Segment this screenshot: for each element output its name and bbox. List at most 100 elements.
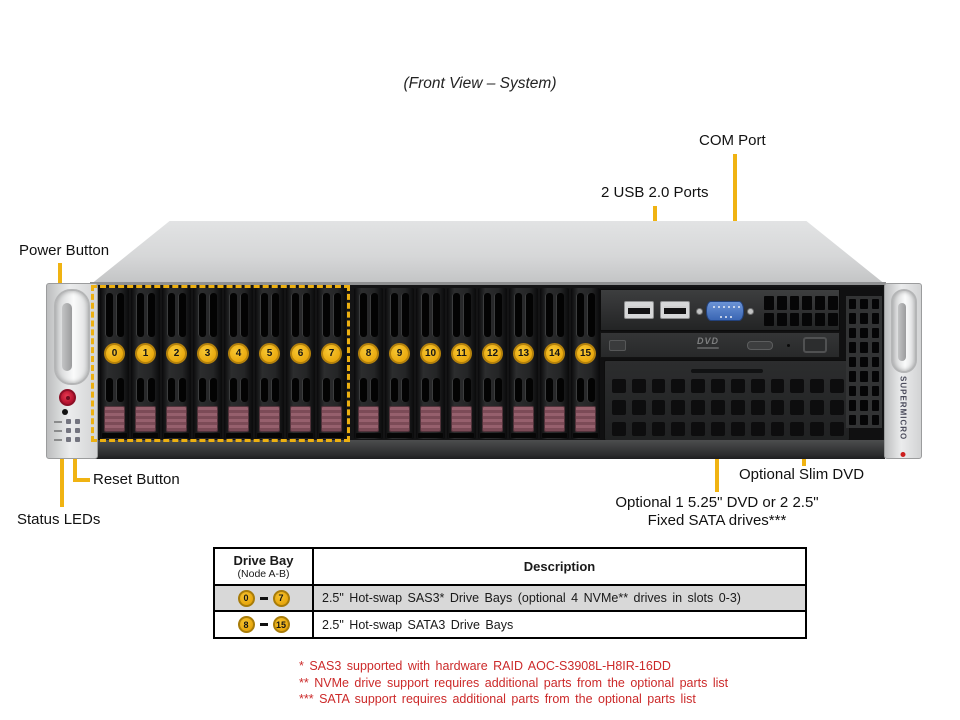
drive-bay-number: 15 (575, 343, 596, 364)
drive-latch-icon (290, 406, 311, 432)
vent-grid-icon (764, 296, 838, 326)
label-dvd-bay-line2: Fixed SATA drives*** (647, 512, 787, 529)
label-dvd-bay-line1: Optional 1 5.25" DVD or 2 2.5" (615, 494, 819, 511)
drive-bay-5: 5 (255, 288, 284, 439)
bay-badge: 8 (237, 616, 255, 633)
io-and-dvd-section: DVD (600, 287, 883, 443)
drive-bay-8: 8 (354, 288, 383, 439)
drive-latch-icon (259, 406, 280, 432)
drive-bay-7: 7 (317, 288, 346, 439)
power-button-icon (59, 389, 76, 406)
panel-slit (691, 369, 763, 373)
drive-latch-icon (358, 406, 379, 432)
drive-bay-9: 9 (385, 288, 414, 439)
drive-bay-number: 3 (197, 343, 218, 364)
drive-latch-icon (420, 406, 441, 432)
optional-dvd-bay-panel (604, 360, 850, 441)
dvd-badge-icon (803, 337, 827, 353)
com-screw-icon (747, 307, 754, 315)
drive-bay-2: 2 (162, 288, 191, 439)
right-mounting-ear: SUPERMICRO (884, 283, 922, 459)
bay-badge: 0 (237, 589, 255, 607)
drive-bay-number: 7 (321, 343, 342, 364)
range-dash-icon (259, 596, 268, 600)
drive-bay-number: 1 (135, 343, 156, 364)
drive-bay-0: 0 (100, 288, 129, 439)
supermicro-logo: SUPERMICRO (898, 376, 908, 441)
led-row (54, 437, 80, 442)
drive-latch-icon (575, 406, 596, 432)
bay-badge: 7 (272, 589, 290, 607)
drive-latch-icon (197, 406, 218, 432)
chassis-bottom-edge (95, 440, 885, 459)
vent-holes-grid (612, 379, 844, 436)
drive-latch-icon (104, 406, 125, 432)
drive-latch-icon (513, 406, 534, 432)
slim-dvd-drive: DVD (600, 332, 840, 358)
dvd-emblem-icon (609, 340, 626, 351)
drive-bay-10: 10 (416, 288, 445, 439)
table-row: 8 15 2.5" Hot-swap SATA3 Drive Bays (215, 612, 805, 637)
bay-range-cell: 8 15 (215, 612, 314, 637)
drive-bay-1: 1 (131, 288, 160, 439)
label-usb-ports: 2 USB 2.0 Ports (601, 184, 709, 201)
drive-bay-11: 11 (447, 288, 476, 439)
sas3-bays-highlight-box (91, 285, 350, 442)
table-row: 0 7 2.5" Hot-swap SAS3* Drive Bays (opti… (215, 586, 805, 612)
led-row (54, 428, 80, 433)
drive-bay-12: 12 (478, 288, 507, 439)
drive-bay-number: 13 (513, 343, 534, 364)
drive-bay-table: Drive Bay (Node A-B) Description 0 7 2.5… (213, 547, 807, 639)
footnote-nvme: ** NVMe drive support requires additiona… (299, 675, 729, 690)
label-reset-button: Reset Button (93, 471, 180, 488)
label-status-leds: Status LEDs (17, 511, 101, 528)
dvd-logo: DVD (697, 336, 719, 349)
drive-latch-icon (389, 406, 410, 432)
status-leds-icon (54, 419, 80, 442)
drive-latch-icon (544, 406, 565, 432)
usb-port-icon (660, 301, 690, 319)
usb-port-icon (624, 301, 654, 319)
label-com-port: COM Port (699, 132, 766, 149)
right-handle-icon (891, 289, 917, 373)
label-dvd-bay: Optional 1 5.25" DVD or 2 2.5" Fixed SAT… (597, 494, 837, 530)
drive-bay-6: 6 (286, 288, 315, 439)
led-row (54, 419, 80, 424)
row-description: 2.5" Hot-swap SATA3 Drive Bays (322, 617, 514, 632)
drive-bay-number: 6 (290, 343, 311, 364)
drive-bay-4: 4 (224, 288, 253, 439)
callout-line-status-leds (60, 426, 64, 507)
table-header-description: Description (523, 559, 596, 574)
footnote-sata: *** SATA support requires additional par… (299, 692, 696, 706)
bay-badge: 15 (272, 616, 290, 633)
drive-bay-number: 11 (451, 343, 472, 364)
footnotes: * SAS3 supported with hardware RAID AOC-… (299, 658, 728, 708)
label-slim-dvd: Optional Slim DVD (739, 466, 865, 483)
db9-connector-icon (706, 301, 744, 321)
table-header-drive-bay: Drive Bay (Node A-B) (215, 549, 314, 584)
row-description: 2.5" Hot-swap SAS3* Drive Bays (optional… (322, 591, 741, 605)
com-port-icon (696, 299, 754, 323)
drive-bay-number: 12 (482, 343, 503, 364)
drive-bay-number: 4 (228, 343, 249, 364)
left-handle-icon (54, 289, 90, 385)
drive-bay-number: 14 (544, 343, 565, 364)
left-mounting-ear (46, 283, 98, 459)
dvd-pinhole-icon (787, 344, 790, 347)
drive-latch-icon (135, 406, 156, 432)
drive-bay-number: 2 (166, 343, 187, 364)
supermicro-logo-dot (900, 452, 906, 457)
drive-bay-3: 3 (193, 288, 222, 439)
range-dash-icon (259, 623, 268, 626)
chassis-lid-edge (90, 282, 886, 286)
drive-latch-icon (482, 406, 503, 432)
drive-bay-number: 10 (420, 343, 441, 364)
callout-line-reset-button-h (73, 478, 90, 482)
drive-bay-number: 9 (389, 343, 410, 364)
drive-bay-number: 0 (104, 343, 125, 364)
footnote-sas3: * SAS3 supported with hardware RAID AOC-… (299, 659, 671, 673)
